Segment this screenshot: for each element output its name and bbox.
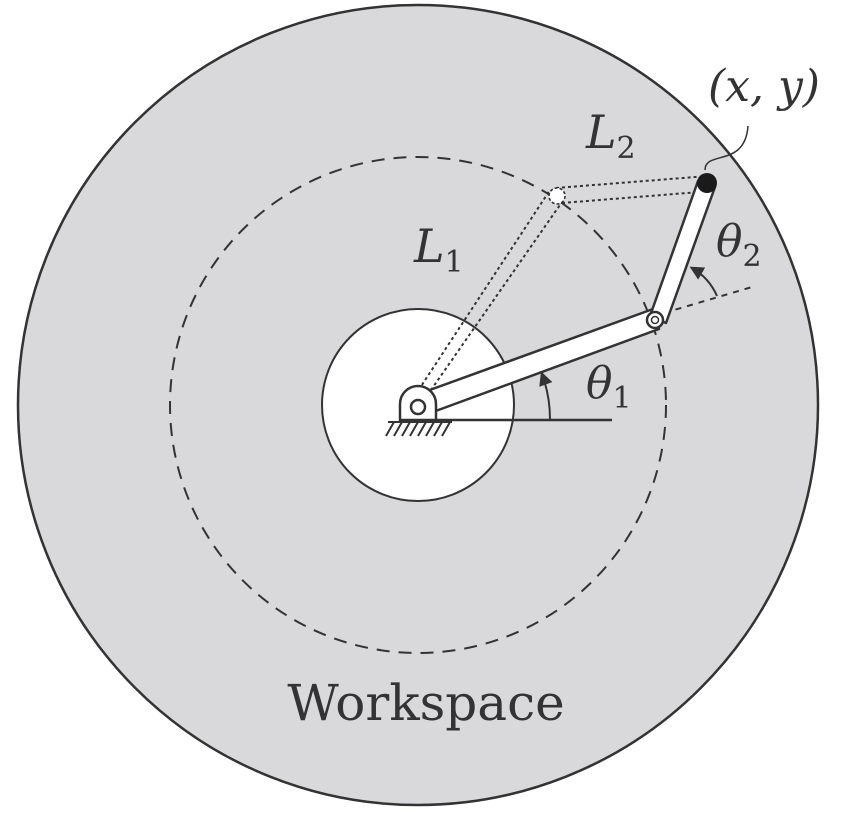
ground-hatch <box>385 421 452 437</box>
end-effector-label: (x, y) <box>708 61 820 112</box>
link1-reach-dashed-circle <box>169 156 667 654</box>
alternate-elbow-joint <box>548 187 566 205</box>
link1-label: L1 <box>413 219 464 280</box>
alternate-configuration-dotted <box>411 175 713 401</box>
link2-label: L2 <box>585 105 636 166</box>
end-effector-leader-line <box>704 125 749 171</box>
base-pivot-pin <box>409 398 427 416</box>
theta2-arc <box>689 266 718 297</box>
theta2-label: θ2 <box>716 216 762 274</box>
workspace-label: Workspace <box>287 674 564 732</box>
link1-extension-dashed-line <box>663 286 753 314</box>
theta1-arc <box>539 371 553 421</box>
theta1-label: θ1 <box>586 358 632 416</box>
elbow-joint-pin <box>650 315 660 325</box>
end-effector-dot <box>697 173 717 193</box>
